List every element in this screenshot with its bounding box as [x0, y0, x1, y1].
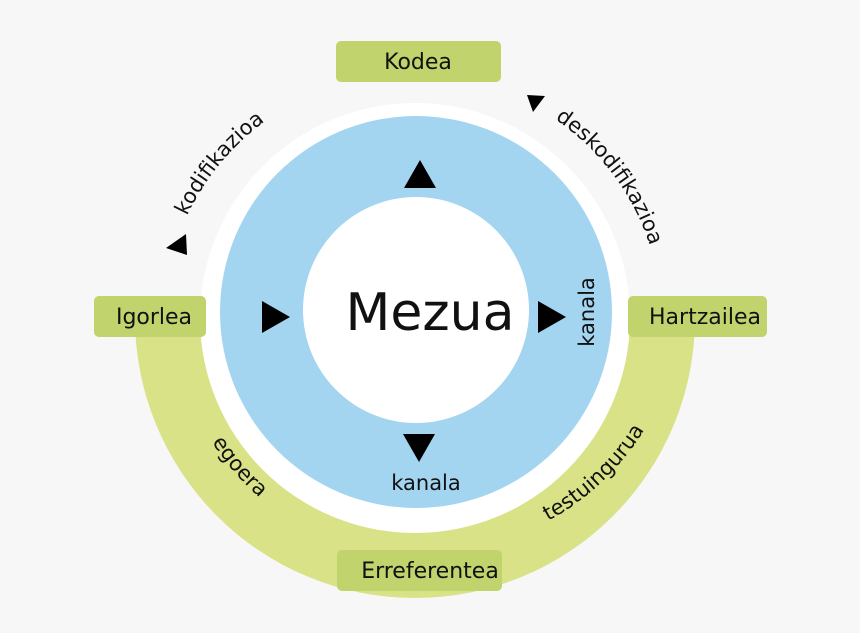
- up-arrow: [404, 160, 436, 188]
- left-ring-arrow: [262, 301, 290, 333]
- svg-text:Kodea: Kodea: [384, 50, 452, 75]
- sender-box: Igorlea: [94, 296, 206, 337]
- right-ring-arrow: [538, 301, 566, 333]
- channel-label-right: kanala: [575, 277, 599, 347]
- referent-box: Erreferentea: [337, 550, 502, 591]
- code-box: Kodea: [336, 41, 501, 82]
- svg-text:Erreferentea: Erreferentea: [361, 559, 499, 584]
- context-ring: [135, 318, 695, 598]
- down-arrow: [403, 434, 435, 462]
- decoding-arrow: [527, 95, 545, 112]
- encoding-arrow: [166, 234, 187, 255]
- svg-text:Igorlea: Igorlea: [116, 305, 192, 330]
- message-label: Mezua: [346, 283, 515, 343]
- message-circle: [303, 197, 529, 423]
- receiver-box: Hartzailea: [628, 296, 767, 337]
- svg-text:Hartzailea: Hartzailea: [649, 305, 761, 330]
- channel-label-bottom: kanala: [391, 471, 461, 495]
